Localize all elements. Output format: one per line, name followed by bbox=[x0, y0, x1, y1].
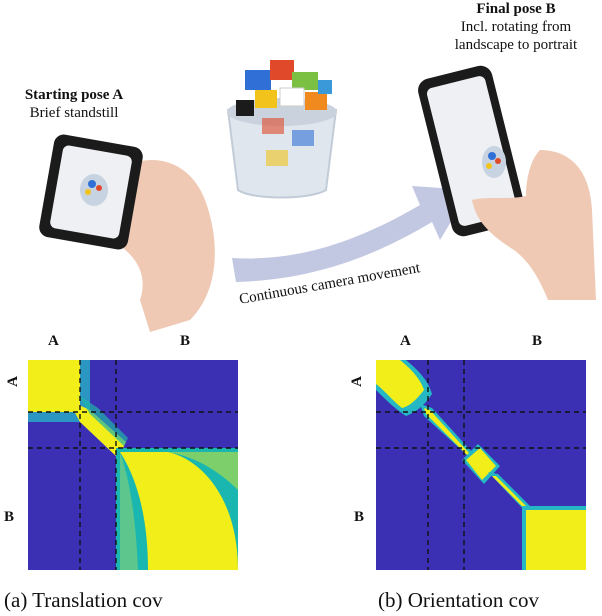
matrix-b-row-label-b: B bbox=[354, 509, 365, 525]
phone-pose-a bbox=[39, 134, 215, 332]
orientation-cov-heatmap bbox=[376, 360, 586, 570]
matrix-a-row-label-b: B bbox=[4, 509, 15, 525]
matrix-a-row-label-a: A bbox=[4, 376, 21, 387]
pose-b-title: Final pose B bbox=[476, 1, 556, 17]
left-hand bbox=[110, 160, 215, 332]
pose-a-title: Starting pose A bbox=[24, 87, 124, 103]
matrix-b-row-label-a: A bbox=[348, 376, 365, 387]
translation-cov-heatmap bbox=[28, 360, 238, 570]
matrix-b-col-label-a: A bbox=[400, 333, 411, 349]
caption-a: (a) Translation cov bbox=[4, 588, 163, 612]
pose-a-subtitle: Brief standstill bbox=[29, 105, 119, 121]
lego-bucket bbox=[226, 60, 338, 199]
movement-arrow bbox=[232, 186, 470, 282]
scene-illustration bbox=[39, 60, 596, 332]
pose-b-subtitle-line2: landscape to portrait bbox=[454, 37, 578, 53]
matrix-b-col-label-b: B bbox=[532, 333, 543, 349]
right-hand bbox=[472, 150, 596, 300]
caption-b: (b) Orientation cov bbox=[378, 588, 539, 612]
phone-pose-b bbox=[418, 65, 596, 300]
matrix-a-col-label-a: A bbox=[48, 333, 59, 349]
matrix-a-col-label-b: B bbox=[180, 333, 191, 349]
pose-b-subtitle-line1: Incl. rotating from bbox=[460, 19, 572, 35]
